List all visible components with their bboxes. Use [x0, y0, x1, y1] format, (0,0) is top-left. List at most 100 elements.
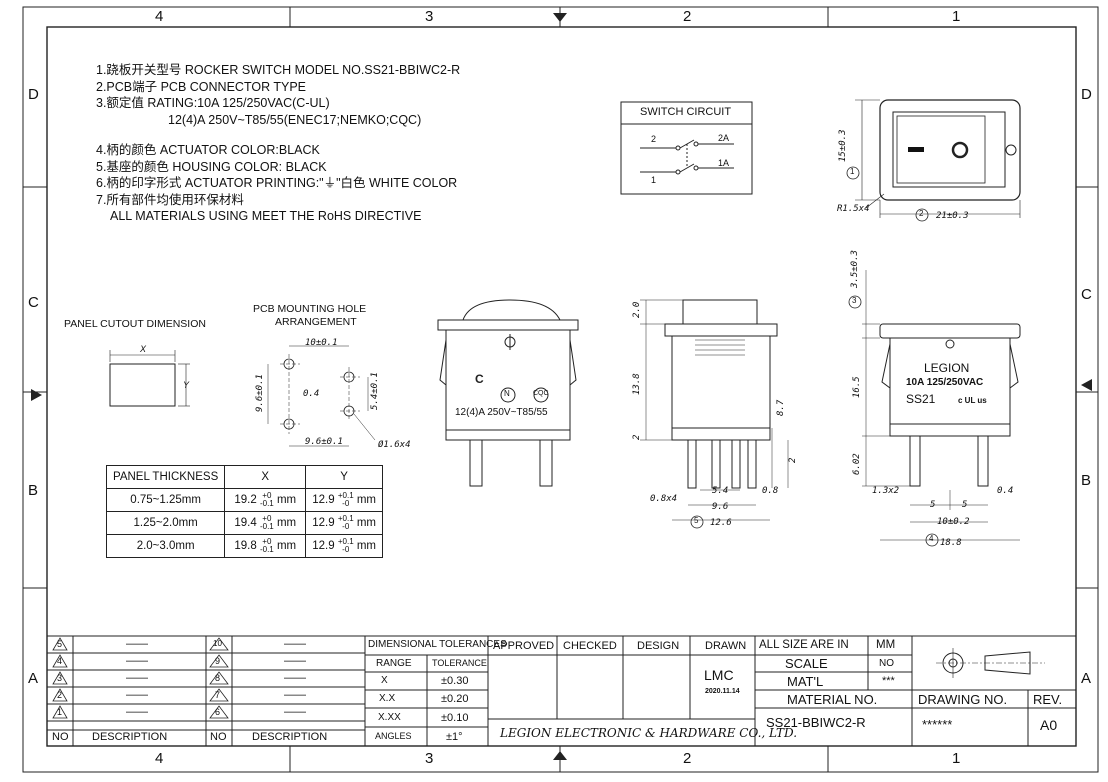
material-no: SS21-BBIWC2-R	[766, 715, 866, 730]
rev-right-no: 10	[213, 639, 222, 648]
table-row: 1.25~2.0mm 19.4 +0-0.1 mm 12.9 +0.1-0 mm	[105, 511, 384, 535]
side-view-rating: 12(4)A 250V~T85/55	[455, 407, 548, 418]
rev-left-desc: ——	[126, 672, 148, 684]
right-circle-3: 3	[852, 296, 857, 305]
note-rating-2: 12(4)A 250V~T85/55(ENEC17;NEMKO;CQC)	[168, 112, 422, 127]
company-name: LEGION ELECTRONIC & HARDWARE CO., LTD.	[500, 726, 798, 740]
material-label: MAT'L	[787, 674, 824, 689]
pcb-dim-top: 10±0.1	[305, 338, 338, 348]
circuit-label-1a: 1A	[718, 158, 730, 168]
rev-left-desc: ——	[126, 638, 148, 650]
material-value: ***	[882, 675, 895, 687]
rev-left-no: 3	[57, 673, 63, 683]
grid-row-c-left: C	[28, 294, 39, 311]
rev-right-desc: ——	[284, 689, 306, 701]
panel-cutout-x: X	[140, 344, 147, 354]
note-rohs: ALL MATERIALS USING MEET THE RoHS DIRECT…	[110, 209, 422, 223]
material-no-label: MATERIAL NO.	[787, 692, 878, 707]
top-view-dim-width: 21±0.3	[936, 211, 969, 221]
note-rating: 3.额定值 RATING:10A 125/250VAC(C-UL)	[96, 96, 330, 110]
rev-left-no: 2	[57, 690, 63, 700]
pcb-dim-offset: 0.4	[303, 389, 320, 399]
rev-left-header-desc: DESCRIPTION	[92, 731, 168, 743]
grid-row-b-right: B	[1081, 472, 1092, 489]
svg-text:C: C	[475, 372, 484, 386]
pcb-mounting-title: PCB MOUNTING HOLE	[253, 303, 367, 315]
rev-right-desc: ——	[284, 706, 306, 718]
top-view-circle-2: 2	[919, 209, 924, 218]
tolerance-value: ±0.10	[441, 712, 469, 724]
tolerance-value: ±0.20	[441, 693, 469, 705]
middle-dim-5: 0.8x4	[650, 494, 678, 504]
grid-col-1-bottom: 1	[952, 750, 961, 767]
panel-cutout-title: PANEL CUTOUT DIMENSION	[64, 318, 206, 330]
middle-dim-6: 5.4	[712, 486, 729, 496]
right-dim-3: 1.3x2	[872, 486, 900, 496]
panel-table-header-thickness: PANEL THICKNESS	[105, 465, 226, 489]
rev-left-header-no: NO	[52, 731, 69, 743]
rev-right-no: 9	[215, 656, 221, 666]
panel-table-header-y: Y	[305, 465, 384, 489]
middle-circle-5: 5	[694, 516, 699, 525]
tolerances-header-tol: TOLERANCE	[432, 658, 487, 668]
approved-label: APPROVED	[493, 640, 555, 652]
panel-table-x: 19.8 +0-0.1 mm	[224, 534, 307, 558]
front-rating: 10A 125/250VAC	[906, 377, 984, 388]
rev-left-desc: ——	[126, 689, 148, 701]
panel-table-y: 12.9 +0.1-0 mm	[305, 534, 384, 558]
grid-row-a-left: A	[28, 670, 39, 687]
grid-row-c-right: C	[1081, 286, 1092, 303]
drawn-date: 2020.11.14	[705, 688, 740, 695]
note-actuator-color: 4.柄的颜色 ACTUATOR COLOR:BLACK	[96, 143, 320, 157]
scale-label: SCALE	[785, 656, 828, 671]
rev-left-no: 5	[57, 639, 63, 649]
rev-right-no: 7	[215, 690, 221, 700]
tolerance-range: X	[381, 675, 388, 686]
note-materials: 7.所有部件均使用环保材料	[96, 192, 244, 207]
scale-value: NO	[879, 658, 894, 669]
size-unit: MM	[876, 639, 896, 651]
panel-cutout-y: Y	[183, 380, 190, 390]
panel-table-y: 12.9 +0.1-0 mm	[305, 511, 384, 535]
right-dim-4: 5	[930, 500, 936, 510]
tolerance-range: X.XX	[378, 712, 401, 723]
rev-right-no: 8	[215, 673, 221, 683]
pcb-dim-bottom: 9.6±0.1	[305, 437, 343, 447]
side-view-mark-cqc: CQC	[533, 390, 549, 397]
switch-circuit-title: SWITCH CIRCUIT	[640, 106, 732, 118]
drawing-no: ******	[922, 717, 953, 732]
drawn-by: LMC	[704, 667, 734, 683]
front-ul-mark: c UL us	[958, 396, 987, 405]
right-dim-6: 0.4	[997, 486, 1014, 496]
checked-label: CHECKED	[563, 640, 617, 652]
circuit-label-2: 2	[651, 134, 657, 144]
tolerance-value: ±1°	[446, 731, 463, 743]
rev-left-desc: ——	[126, 655, 148, 667]
front-model: SS21	[906, 392, 936, 406]
rev-left-no: 1	[57, 707, 63, 717]
top-view-dim-radius: R1.5x4	[837, 204, 870, 214]
grid-col-2-top: 2	[683, 8, 692, 25]
table-row: 2.0~3.0mm 19.8 +0-0.1 mm 12.9 +0.1-0 mm	[105, 534, 384, 558]
panel-table-thickness: 0.75~1.25mm	[105, 488, 226, 512]
tolerance-value: ±0.30	[441, 675, 469, 687]
rev-left-desc: ——	[126, 706, 148, 718]
panel-thickness-table: PANEL THICKNESS X Y 0.75~1.25mm 19.2 +0-…	[105, 465, 384, 558]
middle-dim-9: 12.6	[710, 518, 732, 528]
rev-left-no: 4	[57, 656, 63, 666]
right-dim-7: 10±0.2	[937, 517, 970, 527]
grid-col-2-bottom: 2	[683, 750, 692, 767]
rev-right-header-no: NO	[210, 731, 227, 743]
circuit-label-1: 1	[651, 175, 657, 185]
grid-row-d-left: D	[28, 86, 39, 103]
grid-row-a-right: A	[1081, 670, 1092, 687]
rev-label: REV.	[1033, 692, 1063, 707]
right-dim-8: 18.8	[940, 538, 962, 548]
